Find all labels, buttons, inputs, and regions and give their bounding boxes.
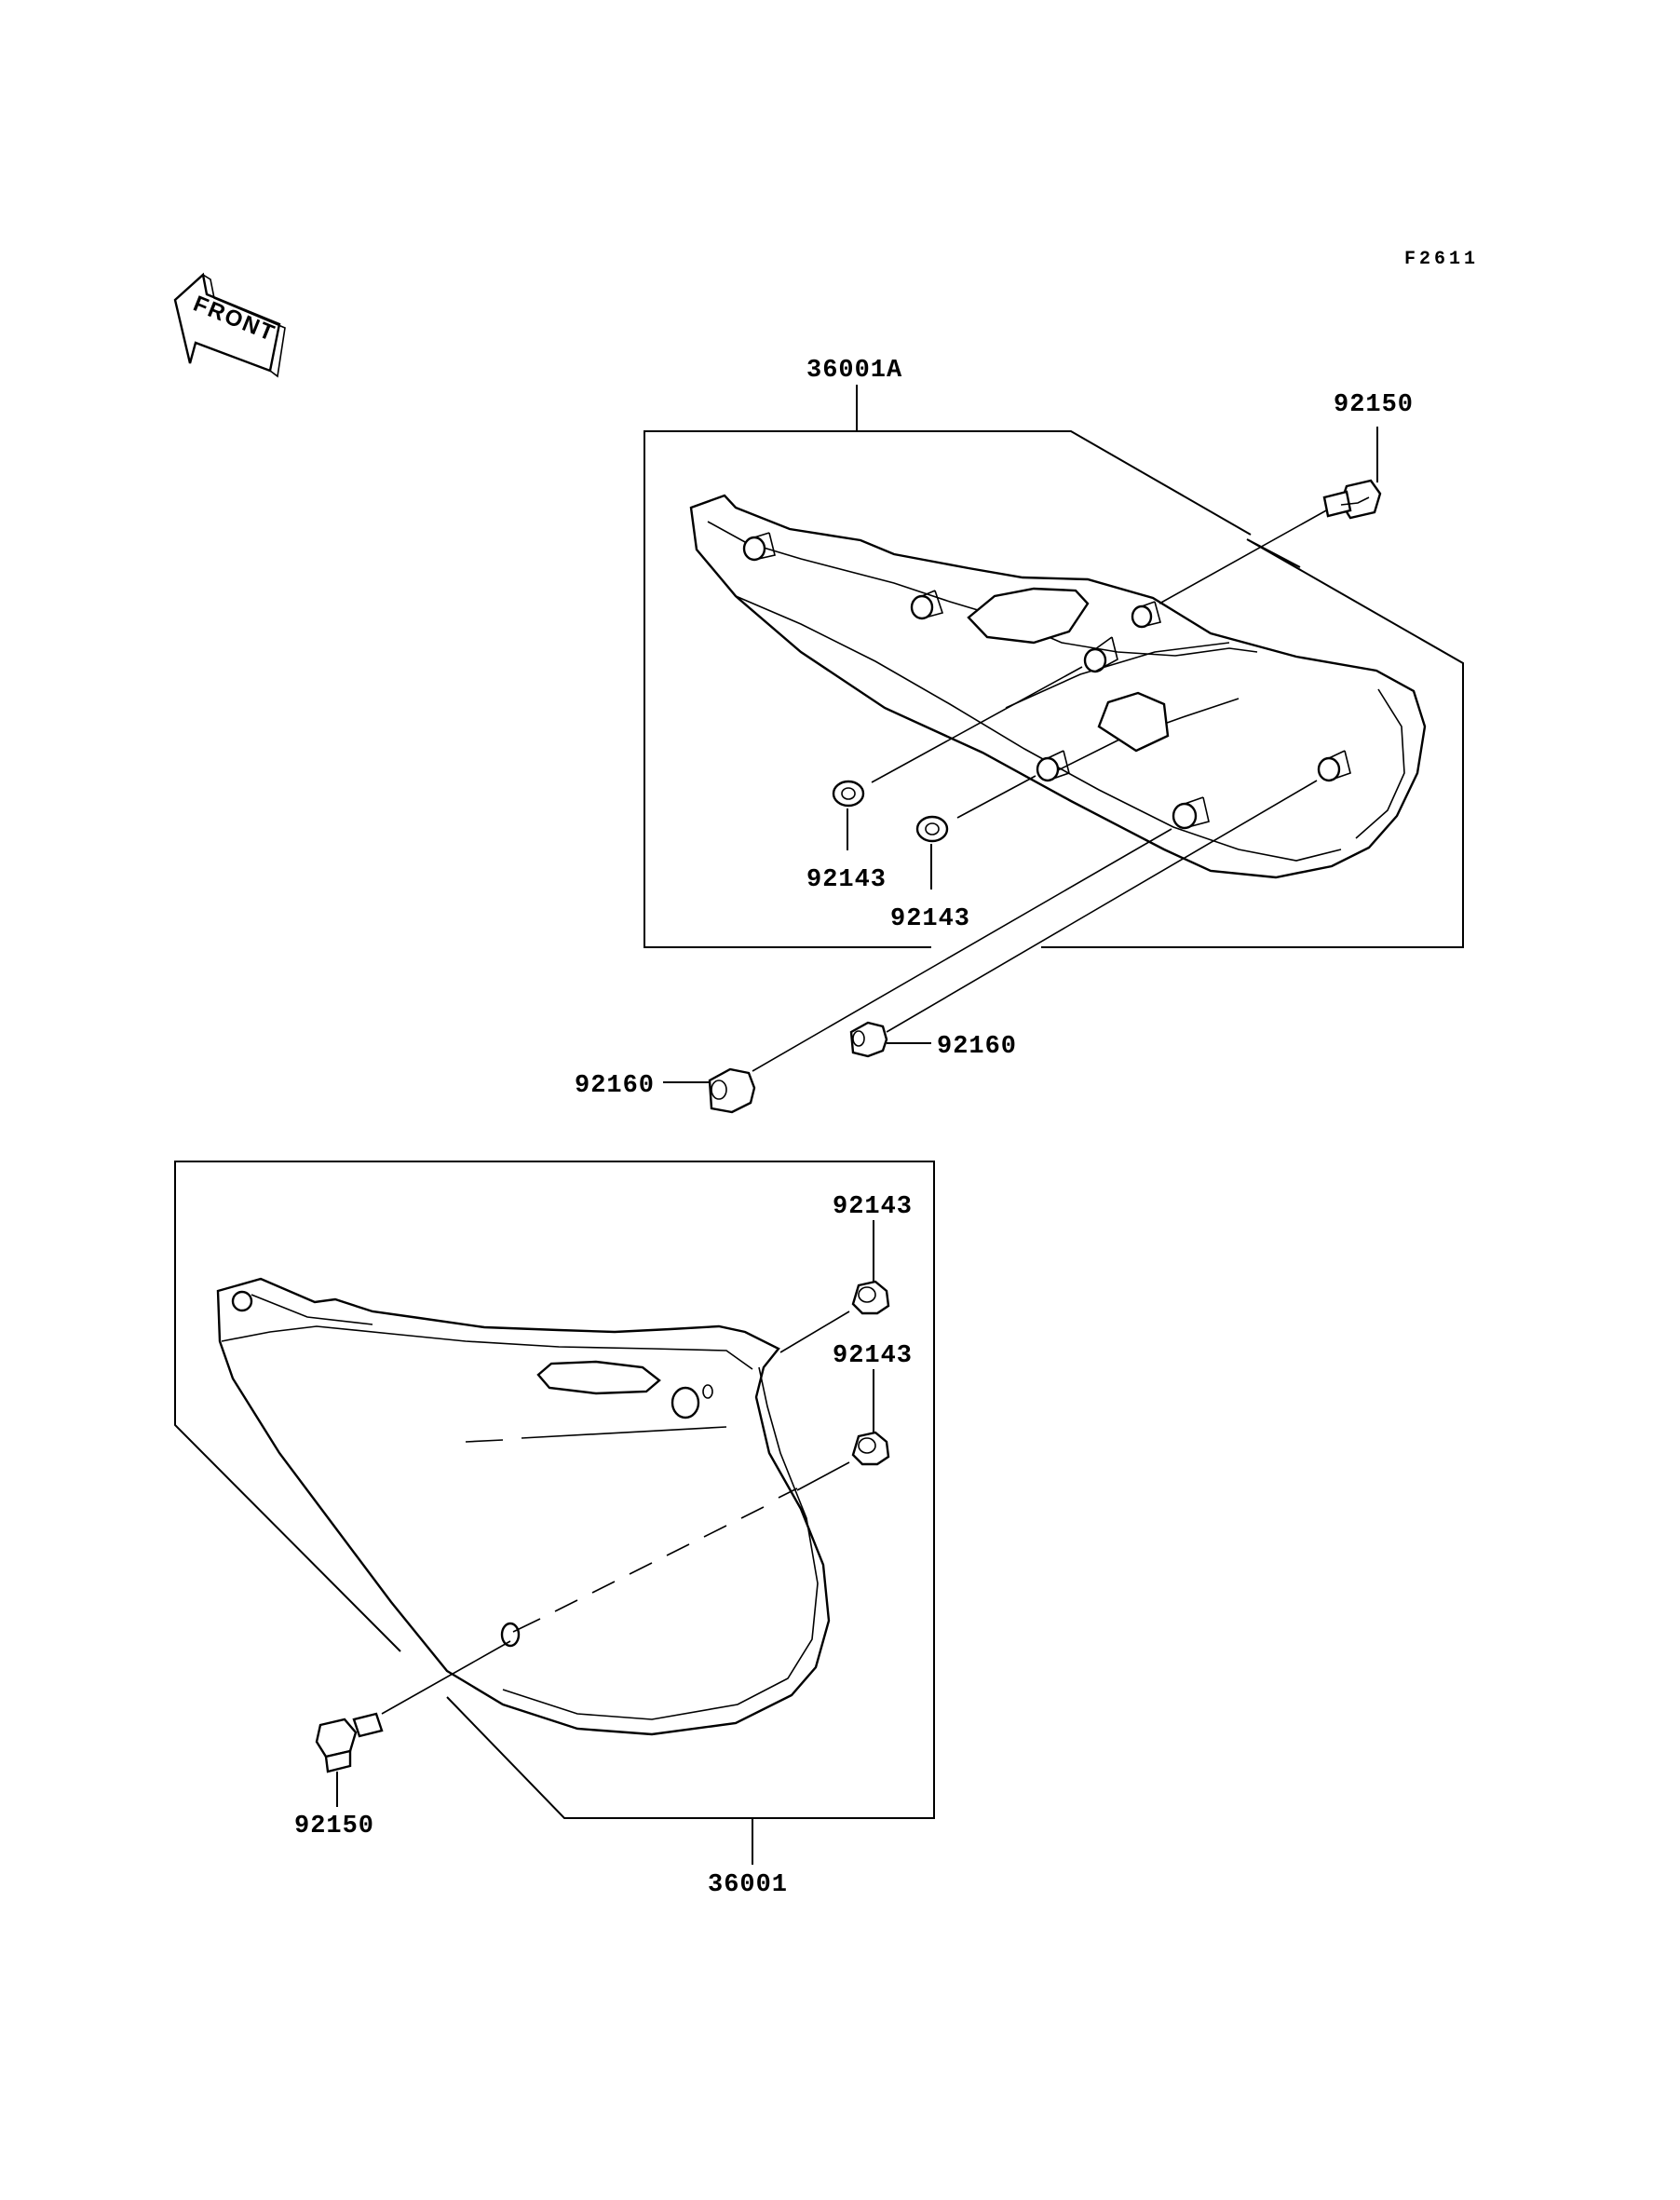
part-label-92160-right: 92160 [937, 1033, 1017, 1061]
part-label-36001A: 36001A [806, 357, 902, 385]
side-cover-left-part [689, 494, 1427, 879]
damper-92160-left-icon: 92160 [575, 828, 1172, 1114]
side-cover-right-part [216, 1277, 831, 1736]
grommet-92143-top-2-icon: 92143 [890, 775, 1036, 933]
grommet-92143-bottom-2-icon: 92143 [796, 1342, 913, 1491]
top-assembly: 36001A [575, 357, 1464, 1114]
part-label-36001: 36001 [708, 1871, 788, 1899]
part-label-92143-bottom-2: 92143 [833, 1342, 913, 1370]
bolt-92150-top-icon: 92150 [1158, 391, 1414, 604]
grommet-92143-top-1-icon: 92143 [806, 666, 1083, 894]
figure-code: F2611 [1404, 249, 1479, 270]
bottom-assembly-frame [174, 1161, 935, 1819]
part-label-92143-top-2: 92143 [890, 905, 970, 933]
part-label-92143-bottom-1: 92143 [833, 1193, 913, 1221]
part-label-92143-top-1: 92143 [806, 866, 887, 894]
bottom-assembly: 36001 92143 [174, 1161, 935, 1899]
grommet-92143-bottom-1-icon: 92143 [779, 1193, 913, 1353]
front-direction-arrow-icon: FRONT [173, 272, 286, 378]
damper-92160-right-icon: 92160 [849, 780, 1318, 1061]
part-label-92160-left: 92160 [575, 1072, 655, 1100]
top-assembly-frame [644, 430, 1464, 948]
bolt-92150-bottom-icon: 92150 [294, 1640, 511, 1840]
part-label-92150-top: 92150 [1334, 391, 1414, 419]
part-label-92150-bottom: 92150 [294, 1813, 374, 1840]
